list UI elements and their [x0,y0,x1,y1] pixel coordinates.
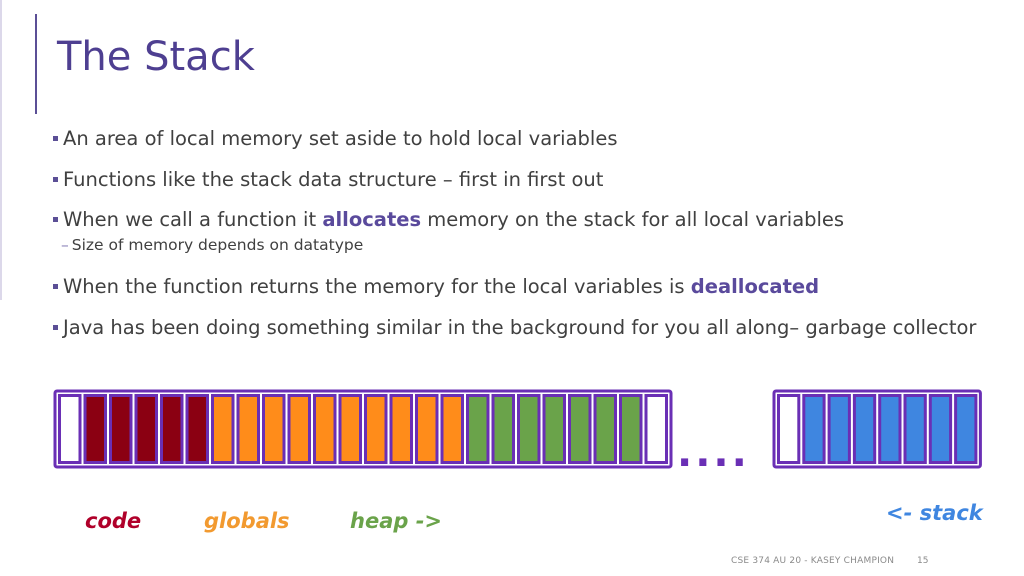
memory-cell-globals-11 [338,394,362,464]
memory-cell-globals-7 [236,394,260,464]
bullet-5: Java has been doing something similar in… [53,315,993,340]
bullet-marker [53,325,58,330]
memory-cell-globals-12 [364,394,388,464]
bullet-marker [53,136,58,141]
memory-cell-heap-18 [517,394,541,464]
memory-cell-stack-area-stack-4 [878,394,902,464]
slide-title: The Stack [57,34,255,80]
memory-cell-code-1 [83,394,107,464]
memory-cell-stack-area-stack-3 [852,394,877,464]
bullet-1: An area of local memory set aside to hol… [53,126,993,151]
memory-cell-code-2 [109,394,133,464]
label-stack: <- stack [886,501,985,525]
bullet-5-text: Java has been doing something similar in… [63,316,977,339]
memory-cell-globals-15 [440,394,464,464]
bullet-2: Functions like the stack data structure … [53,167,993,192]
memory-cell-heap-22 [619,394,643,464]
memory-cell-globals-9 [287,394,311,464]
memory-cell-globals-6 [211,394,235,464]
memory-gap-ellipsis: .... [677,430,750,476]
cells-right-outline [772,389,982,469]
bullet-3-highlight: allocates [322,208,422,231]
cells-left-outline [53,389,673,469]
memory-block-left [53,389,673,469]
memory-cell-heap-17 [491,394,515,464]
sub-bullet-dash: – [61,236,69,254]
bullet-3-text-after: memory on the stack for all local variab… [421,208,845,231]
memory-cell-code-3 [134,394,158,464]
memory-cell-heap-21 [593,394,617,464]
bullet-4: When the function returns the memory for… [53,274,993,299]
memory-cell-stack-area-stack-1 [802,394,826,464]
bullet-4-highlight: deallocated [690,275,820,298]
left-accent-rule [0,0,2,300]
memory-cell-globals-10 [313,394,337,464]
bullet-list: An area of local memory set aside to hol… [53,126,993,340]
bullet-marker [53,177,58,182]
title-accent-rule [35,14,37,114]
memory-cell-stack-area-empty-0 [777,394,801,464]
label-code: code [85,509,141,533]
label-heap: heap -> [350,509,442,533]
bullet-1-text: An area of local memory set aside to hol… [63,127,618,150]
bullet-marker [53,217,58,222]
memory-cell-stack-area-stack-7 [954,394,978,464]
memory-cell-heap-19 [542,394,566,464]
sub-bullet: –Size of memory depends on datatype [53,235,993,255]
memory-cell-heap-16 [466,394,490,464]
bullet-3: When we call a function it allocates mem… [53,207,993,232]
memory-cell-globals-13 [389,394,413,464]
memory-cell-globals-14 [415,394,439,464]
memory-cell-globals-8 [262,394,286,464]
bullet-2-text: Functions like the stack data structure … [63,168,604,191]
label-globals: globals [204,509,290,533]
memory-cell-code-4 [160,394,184,464]
memory-block-right [772,389,982,469]
memory-cell-stack-area-stack-6 [928,394,953,464]
memory-cell-stack-area-stack-5 [903,394,927,464]
bullet-marker [53,284,58,289]
memory-cell-empty-0 [58,394,82,464]
page-number: 15 [917,556,929,566]
sub-bullet-text: Size of memory depends on datatype [71,236,364,254]
slide-footer: CSE 374 AU 20 - KASEY CHAMPION [731,556,895,566]
bullet-4-text-before: When the function returns the memory for… [63,275,691,298]
memory-cell-stack-area-stack-2 [827,394,851,464]
memory-cell-empty-23 [644,394,668,464]
bullet-3-text-before: When we call a function it [63,208,323,231]
memory-cell-heap-20 [568,394,592,464]
memory-cell-code-5 [185,394,209,464]
